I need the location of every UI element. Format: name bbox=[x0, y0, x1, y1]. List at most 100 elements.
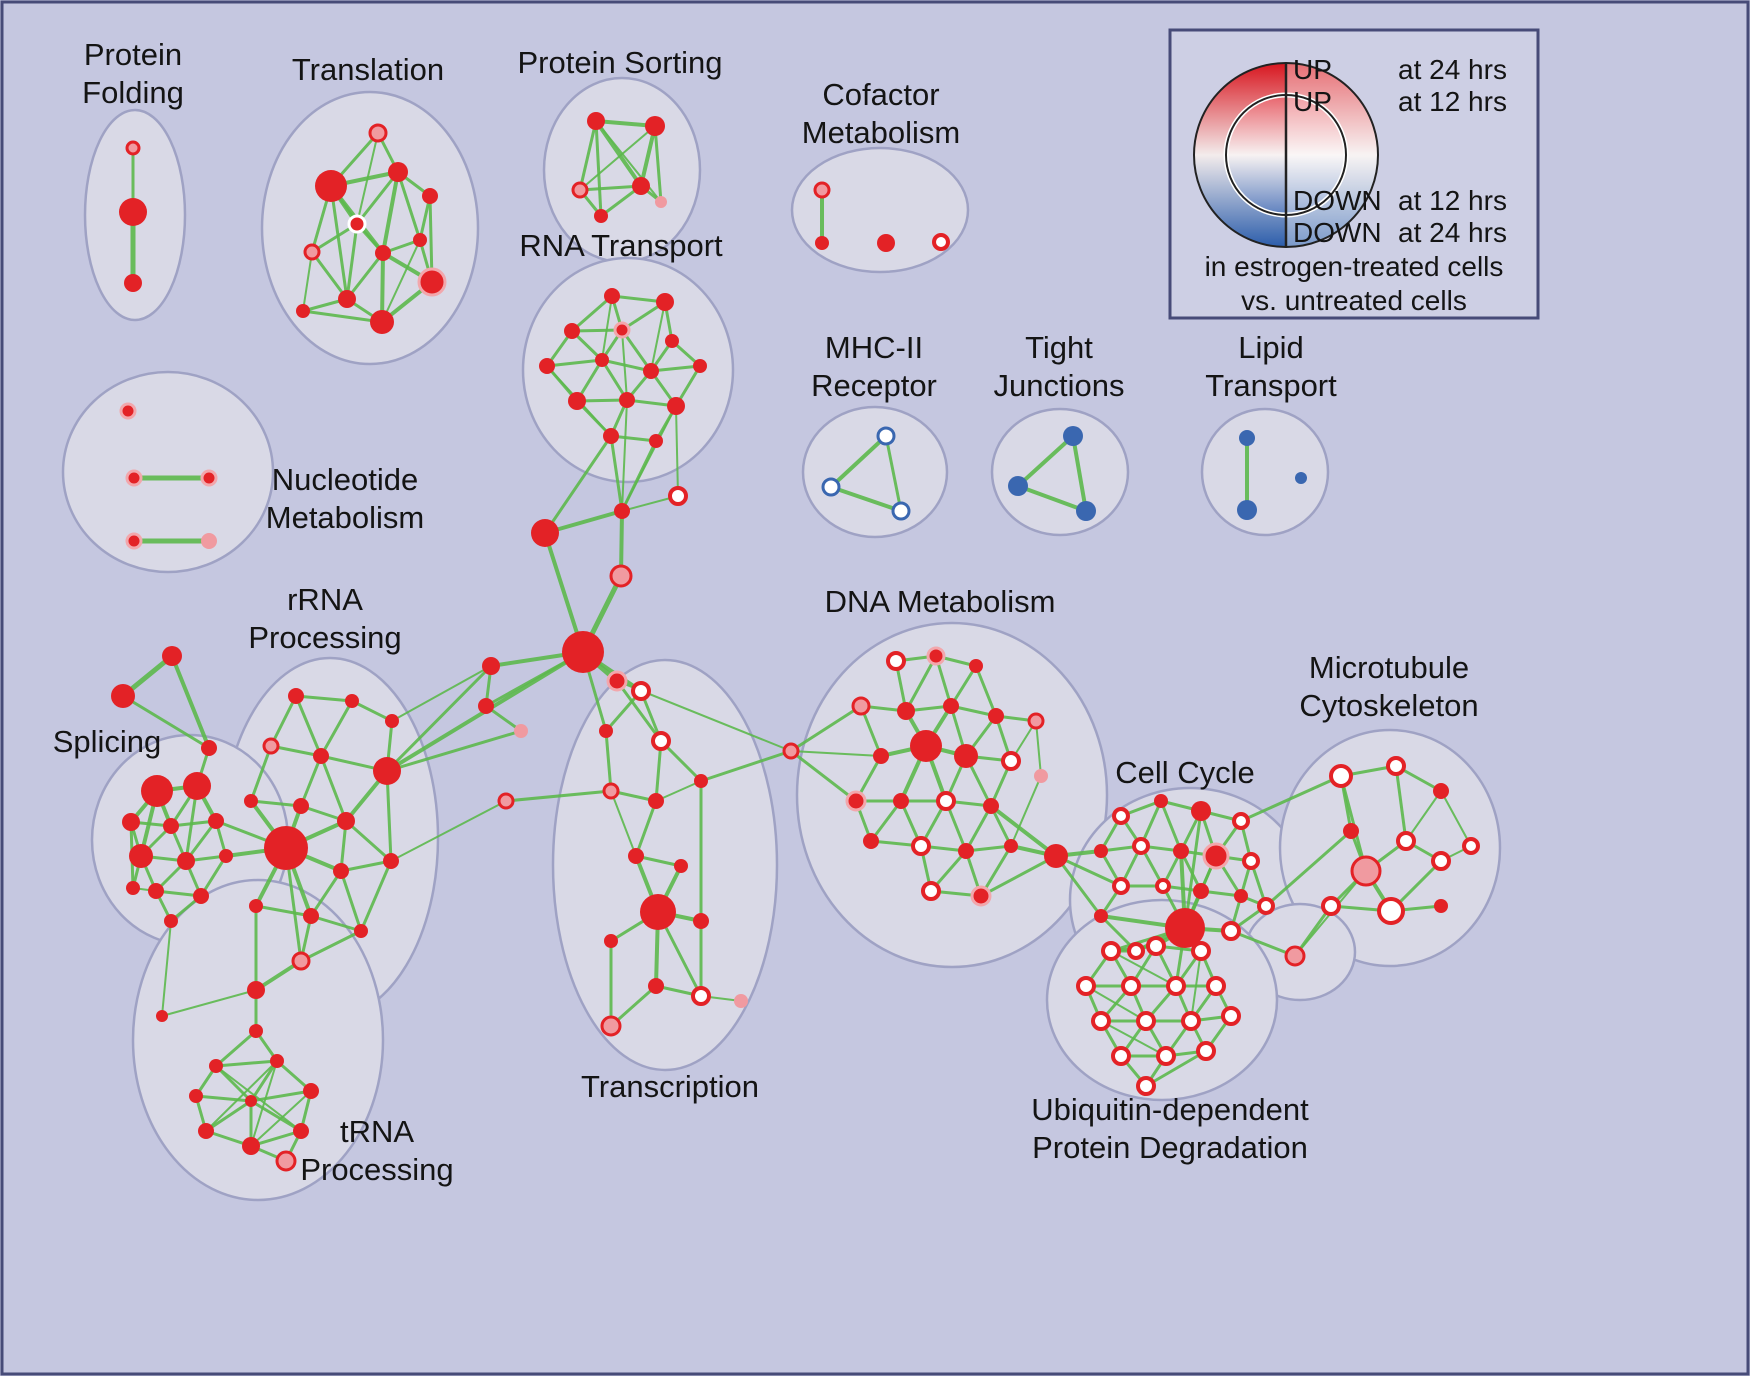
cluster-label-tight-junctions: Tight bbox=[1025, 330, 1093, 365]
network-node-dm15 bbox=[936, 791, 956, 811]
cluster-label-dna-metabolism: DNA Metabolism bbox=[825, 584, 1056, 619]
network-edge bbox=[869, 799, 903, 843]
network-node-mh3 bbox=[891, 501, 911, 521]
network-edge bbox=[204, 1099, 253, 1133]
network-edge bbox=[214, 1029, 258, 1068]
network-edge bbox=[634, 799, 658, 858]
network-node-cc6 bbox=[1132, 837, 1150, 855]
network-node-mh2 bbox=[821, 477, 841, 497]
network-node-tr9 bbox=[198, 1123, 214, 1139]
network-node-dm23 bbox=[970, 885, 992, 907]
network-node-sp7 bbox=[177, 852, 195, 870]
network-edge bbox=[1100, 1020, 1167, 1057]
network-edge bbox=[269, 694, 298, 748]
network-node-cc18 bbox=[1127, 942, 1145, 960]
network-edge bbox=[1159, 799, 1183, 853]
network-edge bbox=[345, 251, 385, 301]
network-node-cm2 bbox=[815, 236, 829, 250]
network-node-rr1 bbox=[288, 688, 304, 704]
network-node-t7 bbox=[375, 245, 391, 261]
cluster-label-ubiquitin-degradation: Ubiquitin-dependent bbox=[1031, 1092, 1309, 1127]
network-node-sp11 bbox=[164, 914, 178, 928]
network-edge bbox=[653, 124, 663, 204]
network-node-cc16 bbox=[1221, 921, 1241, 941]
network-node-mc3 bbox=[1433, 783, 1449, 799]
network-node-rr6 bbox=[373, 757, 401, 785]
network-node-ps2 bbox=[645, 116, 665, 136]
network-edge bbox=[344, 819, 393, 863]
network-node-cc5 bbox=[1094, 844, 1108, 858]
network-node-nm5 bbox=[201, 533, 217, 549]
network-node-sp6 bbox=[129, 844, 153, 868]
network-node-cc10 bbox=[1112, 877, 1130, 895]
network-node-tr3 bbox=[249, 1024, 263, 1038]
cluster-label-nucleotide-metabolism: Nucleotide bbox=[272, 462, 418, 497]
network-node-tr5 bbox=[270, 1054, 284, 1068]
network-node-ub1 bbox=[1101, 941, 1121, 961]
network-edge bbox=[545, 358, 604, 368]
network-edge bbox=[964, 804, 993, 853]
network-node-tr1 bbox=[247, 981, 265, 999]
network-edge bbox=[639, 124, 657, 188]
legend-right-half-fade bbox=[1286, 63, 1378, 247]
network-edge bbox=[339, 859, 393, 873]
cluster-label-rna-transport: RNA Transport bbox=[519, 228, 723, 263]
cluster-label-microtubule-cytoskeleton: Microtubule bbox=[1309, 650, 1469, 685]
network-edge bbox=[600, 358, 653, 373]
network-edge bbox=[249, 1089, 313, 1103]
network-node-tc14 bbox=[734, 994, 748, 1008]
network-edge bbox=[345, 222, 359, 301]
network-node-dm4 bbox=[851, 696, 871, 716]
network-edge bbox=[194, 1094, 253, 1103]
network-node-dm3 bbox=[969, 659, 983, 673]
legend-caption-line-1: vs. untreated cells bbox=[1241, 285, 1467, 316]
network-edge bbox=[650, 301, 666, 372]
cluster-label-ubiquitin-degradation: Protein Degradation bbox=[1032, 1130, 1308, 1165]
legend-direction-0: UP bbox=[1293, 54, 1332, 85]
network-node-tc6 bbox=[694, 774, 708, 788]
network-edge bbox=[214, 1064, 253, 1103]
cluster-label-mhc-ii-receptor: MHC-II bbox=[825, 330, 923, 365]
network-node-cn6 bbox=[514, 724, 528, 738]
network-edge bbox=[601, 295, 613, 361]
legend-direction-2: DOWN bbox=[1293, 185, 1382, 216]
network-node-rr4 bbox=[262, 737, 280, 755]
network-node-cc12 bbox=[1193, 883, 1209, 899]
network-node-ub4 bbox=[1076, 976, 1096, 996]
network-node-dm16 bbox=[983, 798, 999, 814]
network-node-rr15 bbox=[354, 924, 368, 938]
network-edge bbox=[391, 665, 492, 722]
network-node-t12 bbox=[413, 233, 427, 247]
cluster-label-trna-processing: Processing bbox=[300, 1152, 453, 1187]
network-node-sp4 bbox=[163, 818, 179, 834]
network-node-tr2 bbox=[156, 1010, 168, 1022]
network-node-rt9 bbox=[693, 359, 707, 373]
network-edge bbox=[1010, 775, 1042, 847]
network-node-dm1 bbox=[886, 651, 906, 671]
network-node-dm17 bbox=[1034, 769, 1048, 783]
network-edge bbox=[1440, 790, 1472, 847]
cluster-label-rrna-processing: Processing bbox=[248, 620, 401, 655]
network-node-tc11 bbox=[604, 934, 618, 948]
network-edge bbox=[1144, 1049, 1208, 1088]
network-node-sp8 bbox=[219, 849, 233, 863]
network-node-mc8 bbox=[1321, 896, 1341, 916]
network-node-rt12 bbox=[667, 397, 685, 415]
network-node-rt3 bbox=[564, 323, 580, 339]
network-node-dm20 bbox=[958, 843, 974, 859]
network-node-cc9 bbox=[1242, 852, 1260, 870]
network-edge bbox=[1071, 434, 1088, 513]
network-node-cc11 bbox=[1155, 878, 1171, 894]
network-node-cc0 bbox=[1044, 844, 1068, 868]
network-edge bbox=[1110, 950, 1177, 987]
network-node-cn11 bbox=[668, 486, 688, 506]
network-node-rt10 bbox=[568, 392, 586, 410]
network-node-ps1 bbox=[587, 112, 605, 130]
network-node-rt13 bbox=[603, 428, 619, 444]
network-edge bbox=[319, 754, 348, 823]
network-node-tj2 bbox=[1008, 476, 1028, 496]
network-node-rt7 bbox=[595, 353, 609, 367]
network-edge bbox=[339, 869, 363, 933]
network-edge bbox=[254, 904, 313, 918]
network-node-sp1 bbox=[141, 775, 173, 807]
